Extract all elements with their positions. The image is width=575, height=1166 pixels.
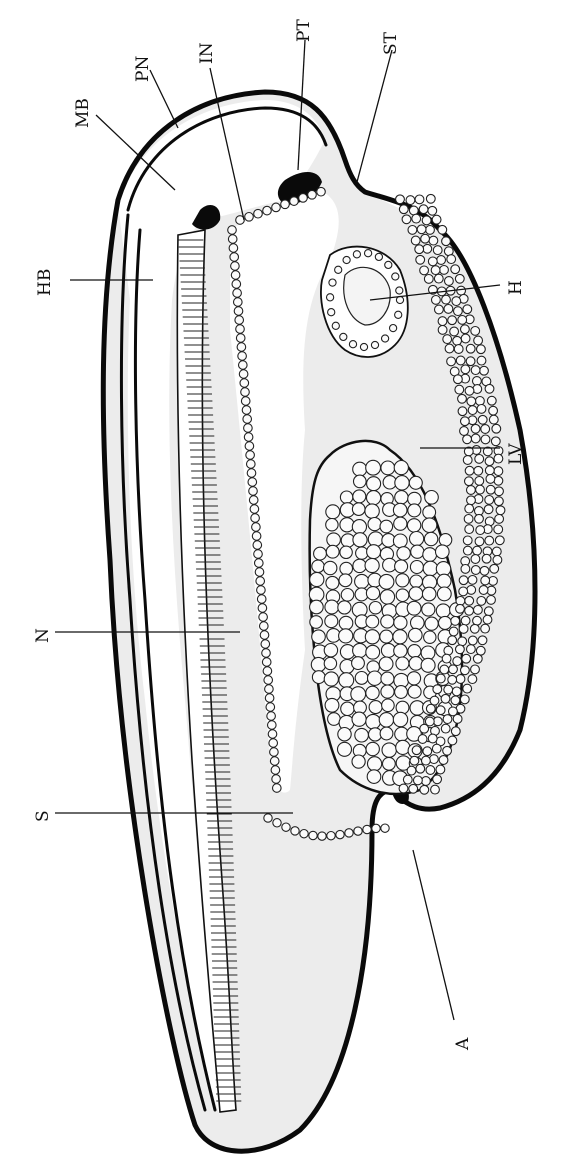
pn-leader <box>150 70 178 128</box>
label-st: ST <box>381 31 401 55</box>
label-hb: HB <box>35 269 55 296</box>
label-mb: MB <box>73 98 93 128</box>
label-a: A <box>453 1037 473 1051</box>
label-pn: PN <box>133 56 153 82</box>
label-s: S <box>33 810 53 822</box>
label-h: H <box>506 280 526 295</box>
a-leader <box>413 850 454 1020</box>
label-pt: PT <box>294 19 314 42</box>
label-n: N <box>33 628 53 643</box>
st-leader <box>357 50 392 182</box>
label-in: IN <box>197 42 217 64</box>
label-lv: LV <box>506 443 526 465</box>
